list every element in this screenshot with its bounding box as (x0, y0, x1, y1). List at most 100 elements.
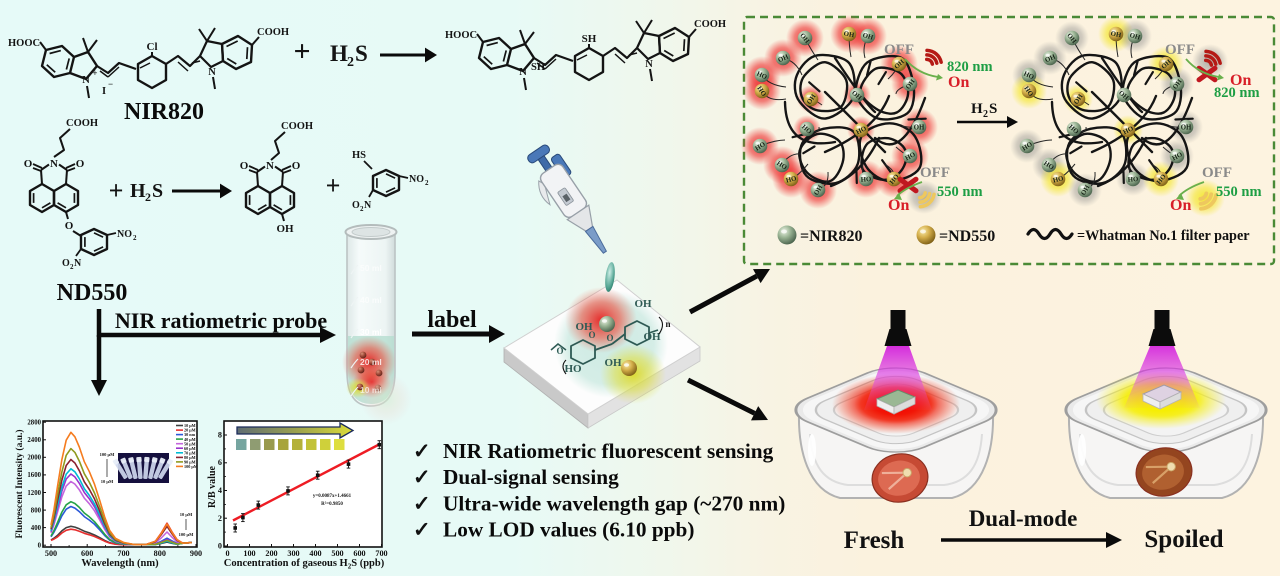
svg-text:HO: HO (855, 125, 868, 136)
svg-text:=ND550: =ND550 (939, 228, 995, 245)
svg-text:1600: 1600 (27, 472, 41, 479)
svg-text:800: 800 (154, 549, 166, 558)
svg-text:1200: 1200 (27, 490, 41, 497)
svg-text:OH: OH (276, 223, 294, 235)
svg-text:O: O (556, 346, 563, 356)
svg-text:200: 200 (265, 549, 277, 558)
svg-text:HO: HO (785, 175, 797, 184)
svg-text:30 nm: 30 nm (184, 432, 196, 437)
svg-text:OH: OH (813, 184, 825, 197)
svg-text:NO: NO (117, 229, 132, 240)
svg-text:✓: ✓ (413, 519, 431, 542)
svg-text:HOOC: HOOC (445, 30, 477, 41)
svg-text:O: O (62, 258, 70, 269)
svg-text:40 ml: 40 ml (360, 295, 382, 305)
svg-text:HO: HO (1022, 71, 1034, 82)
svg-text:NIR Ratiometric fluorescent se: NIR Ratiometric fluorescent sensing (443, 439, 774, 463)
svg-text:O: O (76, 158, 85, 170)
svg-text:10 μM: 10 μM (184, 423, 196, 428)
svg-text:700: 700 (375, 549, 387, 558)
svg-text:400: 400 (309, 549, 321, 558)
svg-text:HO: HO (1021, 141, 1034, 153)
svg-text:600: 600 (353, 549, 365, 558)
svg-text:2: 2 (133, 234, 137, 242)
svg-text:label: label (427, 307, 477, 333)
svg-text:Fresh: Fresh (844, 527, 905, 554)
svg-text:+: + (326, 171, 341, 200)
svg-text:100 μM: 100 μM (100, 452, 115, 457)
svg-text:SH: SH (531, 62, 545, 73)
svg-text:COOH: COOH (66, 118, 98, 129)
svg-text:On: On (888, 197, 909, 214)
svg-text:COOH: COOH (257, 27, 289, 38)
svg-text:HO: HO (1128, 176, 1139, 184)
svg-text:10 μM: 10 μM (180, 512, 193, 517)
svg-text:OH: OH (843, 31, 855, 40)
svg-text:N: N (74, 258, 82, 269)
svg-text:O: O (65, 220, 74, 232)
svg-text:−: − (108, 79, 113, 89)
svg-text:550 nm: 550 nm (1216, 184, 1262, 200)
svg-text:OH: OH (862, 32, 875, 42)
svg-text:O: O (24, 158, 33, 170)
svg-text:70 μM: 70 μM (184, 450, 196, 455)
svg-text:820 nm: 820 nm (1214, 85, 1260, 101)
svg-text:O: O (606, 333, 613, 343)
svg-text:Dual-signal sensing: Dual-signal sensing (443, 465, 619, 489)
svg-text:820 nm: 820 nm (947, 59, 993, 75)
svg-text:550 nm: 550 nm (937, 184, 983, 200)
svg-text:=NIR820: =NIR820 (800, 228, 862, 245)
svg-text:O: O (292, 160, 301, 172)
svg-text:S: S (989, 101, 997, 117)
svg-text:HO: HO (861, 176, 872, 184)
svg-text:+: + (92, 68, 97, 78)
svg-text:2: 2 (983, 109, 988, 120)
svg-text:OH: OH (914, 124, 925, 131)
svg-text:6: 6 (218, 458, 222, 467)
svg-text:On: On (1230, 72, 1251, 89)
svg-text:✓: ✓ (413, 440, 431, 463)
svg-text:HO: HO (755, 71, 767, 82)
svg-text:✓: ✓ (413, 492, 431, 515)
svg-text:700: 700 (117, 549, 129, 558)
svg-text:10 μM: 10 μM (101, 479, 114, 484)
svg-text:2800: 2800 (27, 420, 41, 427)
svg-text:OH: OH (604, 357, 622, 369)
svg-text:OFF: OFF (1202, 165, 1232, 181)
svg-text:N: N (50, 158, 58, 170)
svg-text:OH: OH (643, 331, 661, 343)
svg-text:+: + (293, 35, 310, 68)
svg-text:50 μM: 50 μM (184, 441, 196, 446)
svg-text:100 μM: 100 μM (184, 464, 198, 469)
svg-text:HO: HO (1052, 175, 1064, 184)
svg-text:800: 800 (31, 507, 42, 514)
svg-text:SH: SH (582, 33, 597, 45)
svg-text:HO: HO (1171, 151, 1184, 162)
svg-text:N: N (82, 75, 90, 86)
svg-text:HO: HO (1022, 85, 1034, 98)
svg-text:HO: HO (564, 363, 582, 375)
svg-text:HO: HO (755, 85, 767, 98)
svg-text:HOOC: HOOC (8, 38, 40, 49)
svg-text:OH: OH (1181, 124, 1192, 131)
svg-text:0: 0 (38, 543, 42, 550)
svg-text:2: 2 (360, 205, 364, 213)
svg-text:n: n (665, 319, 670, 329)
svg-text:OH: OH (1080, 184, 1092, 197)
svg-text:Ultra-wide wavelength gap (~27: Ultra-wide wavelength gap (~270 nm) (443, 491, 785, 515)
svg-text:Low LOD values (6.10 ppb): Low LOD values (6.10 ppb) (443, 518, 694, 542)
svg-text:2: 2 (70, 263, 74, 271)
svg-text:2000: 2000 (27, 455, 41, 462)
svg-text:20 ml: 20 ml (360, 357, 382, 367)
svg-text:20 μM: 20 μM (184, 428, 196, 433)
svg-text:0: 0 (225, 549, 229, 558)
svg-text:50 ml: 50 ml (360, 263, 382, 273)
svg-text:OH: OH (575, 321, 593, 333)
svg-text:HS: HS (352, 150, 366, 161)
svg-text:COOH: COOH (281, 121, 313, 132)
svg-text:NIR ratiometric probe: NIR ratiometric probe (115, 308, 327, 333)
svg-text:H: H (971, 101, 983, 117)
svg-text:On: On (1170, 197, 1191, 214)
svg-text:8: 8 (218, 431, 222, 440)
svg-text:HO: HO (1042, 160, 1055, 172)
